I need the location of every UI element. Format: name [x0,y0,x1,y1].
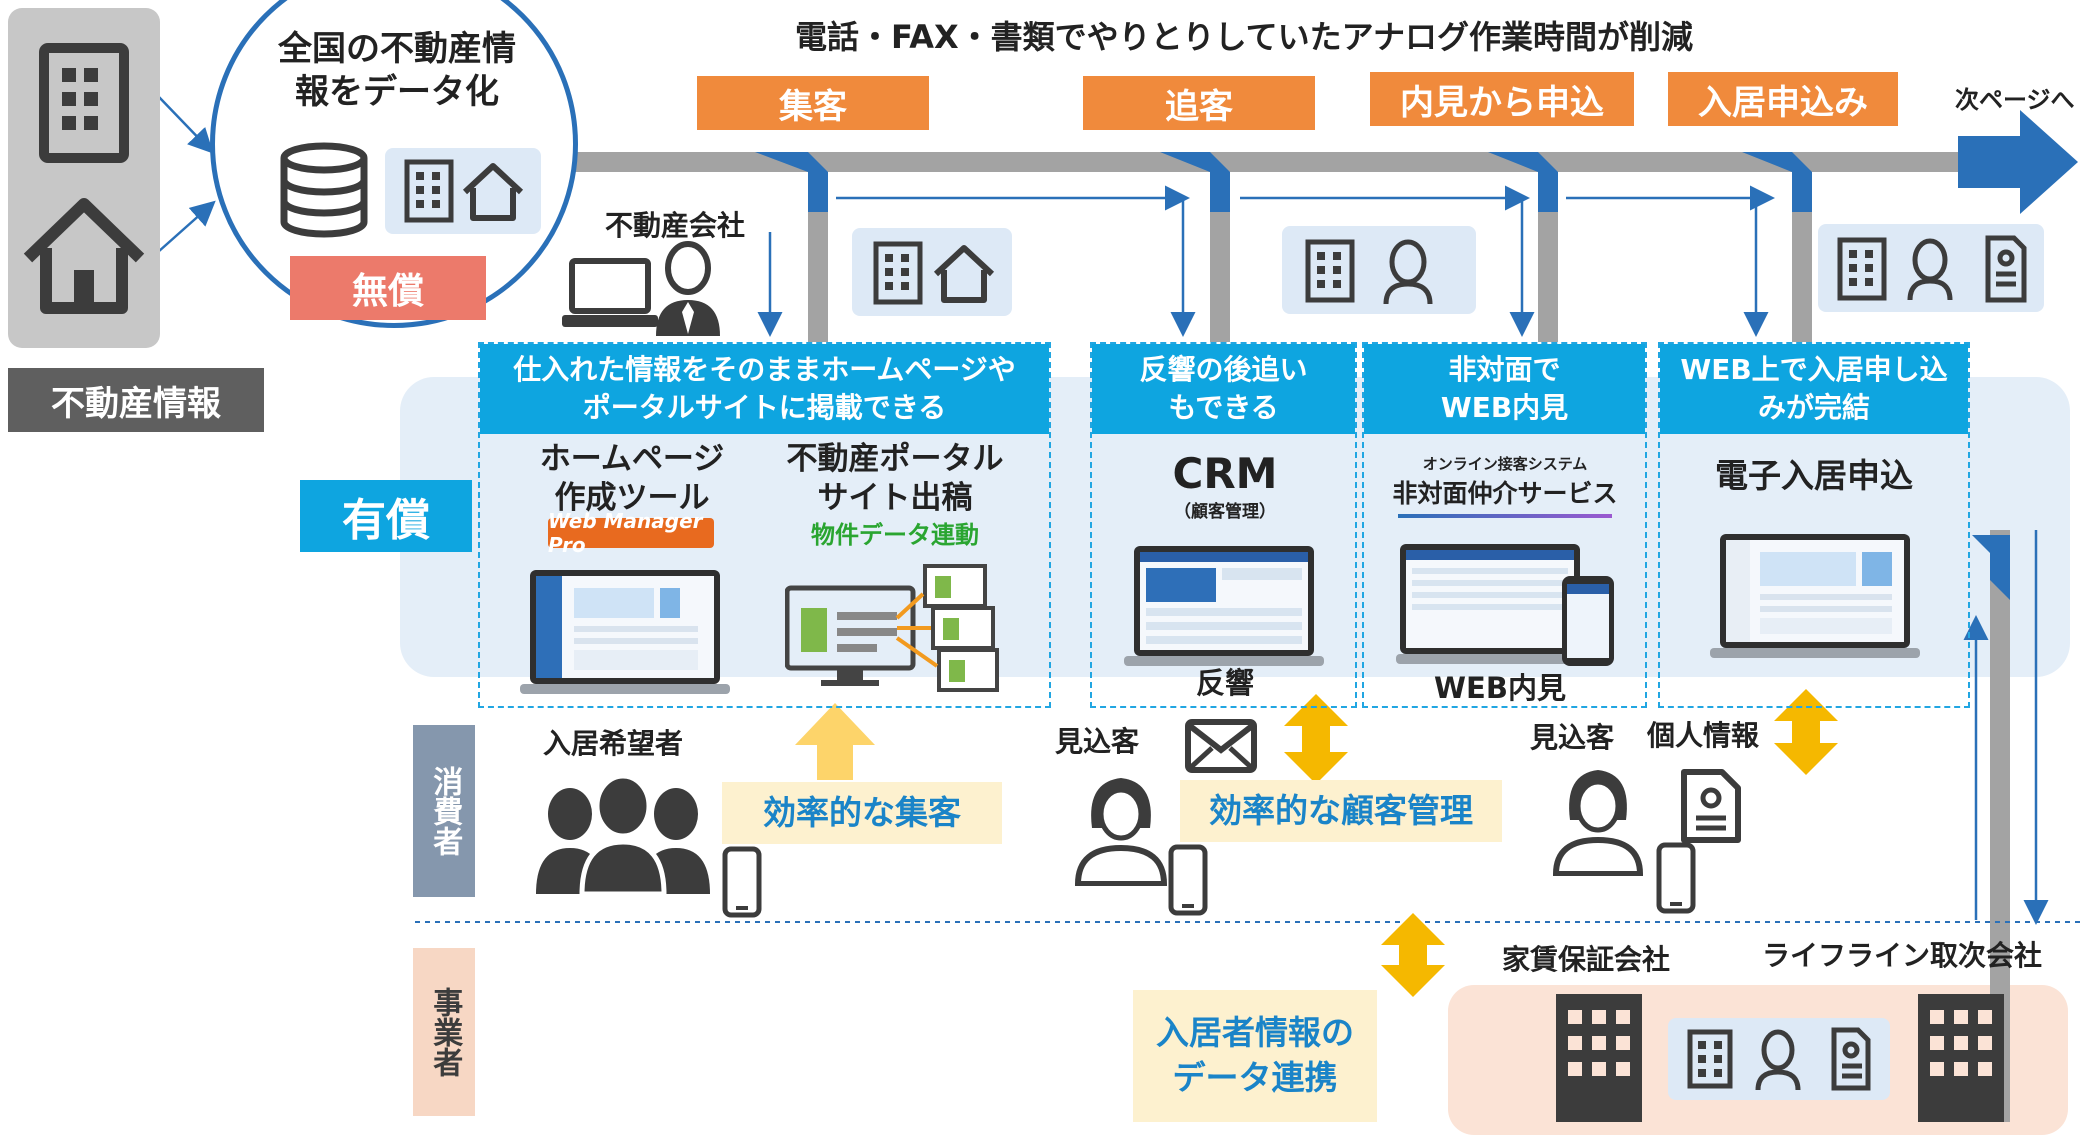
feature-box-web-viewing [1362,342,1647,708]
paid-badge: 有償 [300,480,472,552]
lifeline-company-label: ライフライン取次会社 [1762,939,2043,972]
feature-head-application: WEB上で入居申し込みが完結 [1660,344,1968,434]
wedge-4 [1742,152,1812,212]
crm-laptop-screenshot [1124,546,1324,666]
wedge-1 [755,152,828,212]
online-system-title: 非対面仲介サービス [1392,479,1618,508]
lifeline-building-icon [1918,994,2004,1122]
document-icon [1985,235,2027,303]
database-icon [280,142,368,238]
building-icon [1837,237,1887,301]
laptop-icon [562,258,658,327]
smartphone-icon [1656,842,1696,914]
house-icon [23,198,145,314]
smartphone-icon [722,846,762,918]
benefit-crm: 効率的な顧客管理 [1180,780,1502,842]
acquisition-up-arrow [795,703,875,780]
hp-tool-title: ホームページ作成ツール [539,441,725,516]
next-page-arrow [1958,110,2078,214]
guarantee-company-label: 家賃保証会社 [1502,943,1671,976]
follow-up-icon-box [1282,226,1476,314]
wedge-2 [1160,152,1230,212]
application-icon-box [1818,224,2044,312]
company-icon-box [1668,1018,1890,1100]
personal-info-label: 個人情報 [1647,719,1760,752]
prospect-label-1: 見込客 [1055,725,1140,758]
benefit-data-link-text: 入居者情報のデータ連携 [1156,1013,1354,1097]
online-laptop-screenshot [1396,544,1614,666]
next-page-label: 次ページへ [1955,86,2075,114]
prospect-label-2: 見込客 [1530,721,1615,754]
online-caption: WEB内見 [1434,671,1566,705]
free-badge: 無償 [290,256,486,320]
woman-icon [1907,238,1953,301]
crm-double-arrow [1284,694,1348,784]
e-application-title: 電子入居申込 [1715,456,1913,495]
real-estate-info-label: 不動産情報 [8,368,264,432]
crm-title: CRM [1172,449,1278,498]
guarantee-building-icon [1556,994,1642,1122]
woman-prospect-icon [1074,778,1168,886]
feature-head-web-viewing: 非対面でWEB内見 [1364,344,1645,434]
hp-laptop-screenshot [520,570,730,694]
online-system-small: オンライン接客システム [1422,455,1588,473]
main-track [520,152,1980,172]
building-icon [404,159,454,223]
crm-caption: 反響 [1195,666,1254,700]
building-icon [1305,239,1355,303]
applicant-label: 入居希望者 [543,727,684,760]
stage-follow-up: 追客 [1083,76,1315,130]
acquisition-icon-box [852,228,1012,316]
house-icon [462,163,524,221]
stage-acquisition: 集客 [697,76,929,130]
feature-box-crm [1090,342,1357,708]
portal-title: 不動産ポータルサイト出稿 [786,441,1004,516]
headline: 電話・FAX・書類でやりとりしていたアナログ作業時間が削減 [795,18,1694,56]
online-title-underline [1398,514,1612,518]
feature-head-crm: 反響の後追いもできる [1092,344,1355,434]
wedge-3 [1488,152,1558,212]
real-estate-info-box [8,8,160,348]
benefit-data-link: 入居者情報のデータ連携 [1133,990,1377,1122]
track-right-drop [1990,530,2010,1122]
portal-subtitle: 物件データ連動 [811,521,979,549]
consumer-tab: 消費者 [413,725,475,897]
business-tab: 事業者 [413,948,475,1116]
building-icon [39,43,129,163]
document-icon [1831,1027,1871,1091]
feature-box-application [1658,342,1970,708]
woman-icon [1383,239,1433,305]
data-circle-text: 全国の不動産情報をデータ化 [278,29,516,112]
e-application-laptop-screenshot [1710,534,1920,658]
portal-sync-illustration [785,564,999,692]
stage-viewing: 内見から申込 [1370,72,1634,126]
personal-double-arrow [1774,689,1838,775]
circle-icon-box [385,148,541,234]
feature-head-publishing: 仕入れた情報をそのままホームページやポータルサイトに掲載できる [480,344,1049,434]
building-icon [1687,1029,1733,1089]
woman-icon [1755,1029,1801,1091]
web-manager-pro-logo: Web Manager Pro [548,509,714,557]
mail-icon [1185,719,1257,773]
benefit-acquisition: 効率的な集客 [722,782,1002,844]
stage-application: 入居申込み [1668,72,1898,126]
smartphone-icon [1168,844,1208,916]
link-double-arrow [1381,913,1445,997]
people-group-icon [536,776,710,896]
document-icon [1681,769,1741,843]
feature-box-publishing [478,342,1051,708]
real-estate-company-label: 不動産会社 [605,209,746,242]
crm-subtitle: （顧客管理） [1174,502,1276,522]
businessman-icon [656,241,720,336]
woman-prospect-icon [1552,770,1644,876]
wedge-right [1972,535,2010,600]
building-icon [873,241,923,305]
house-icon [933,245,995,303]
